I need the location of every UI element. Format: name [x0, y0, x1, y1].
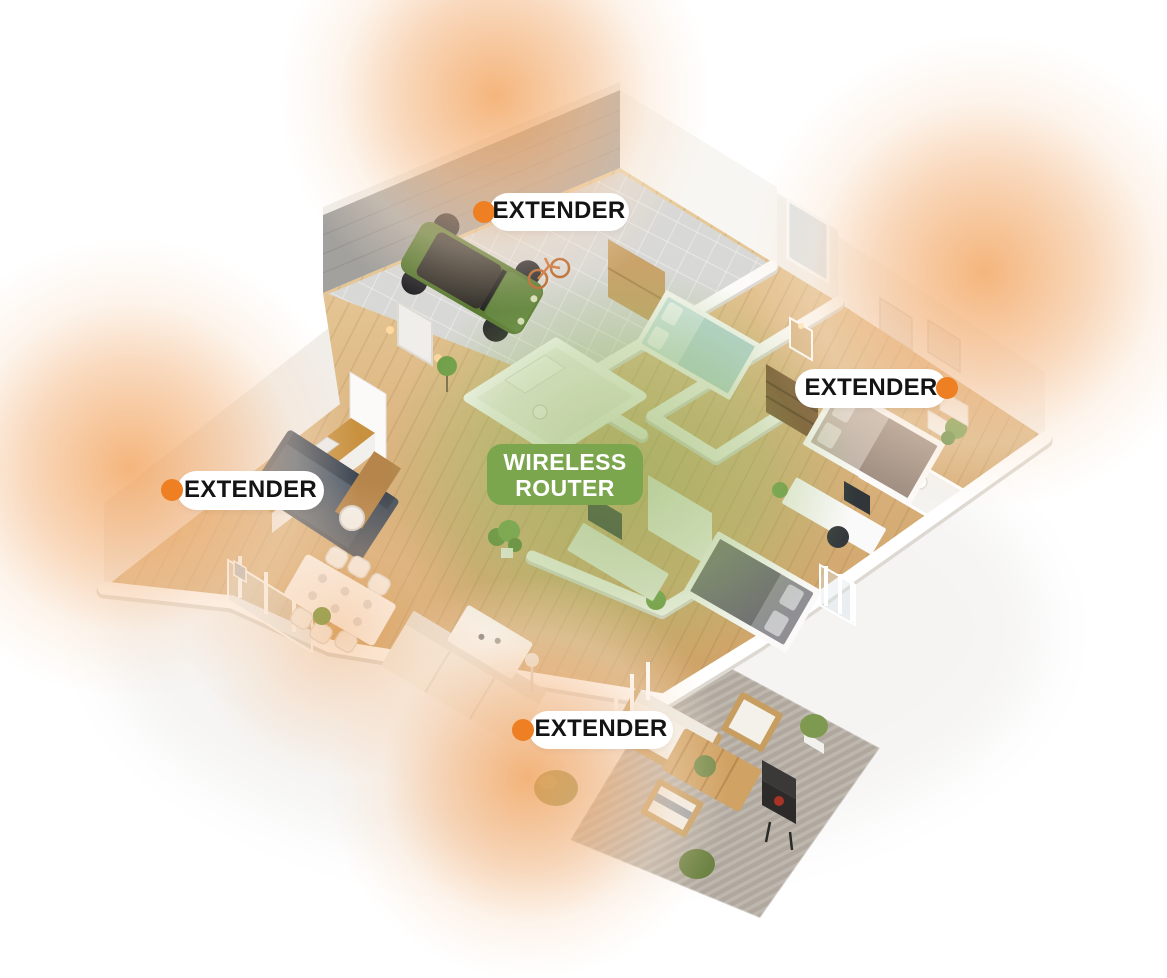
balcony-plant: [313, 607, 331, 625]
extender-dot-icon: [512, 719, 534, 741]
office-chair: [827, 526, 849, 548]
extender-label-patio: EXTENDER: [512, 711, 673, 749]
extender-dot-icon: [936, 377, 958, 399]
router-badge-line1: WIRELESS: [503, 448, 627, 475]
extender-label-text: EXTENDER: [183, 475, 318, 503]
kitchen-chair: [339, 505, 365, 531]
wireless-router-badge: WIRELESS ROUTER: [487, 444, 643, 505]
extender-label-text: EXTENDER: [804, 373, 938, 401]
extender-label-garage: EXTENDER: [473, 193, 629, 231]
router-badge-line2: ROUTER: [515, 474, 615, 501]
extender-label-kitchen: EXTENDER: [161, 471, 324, 510]
extender-label-text: EXTENDER: [492, 197, 626, 224]
extender-label-master-bedroom: EXTENDER: [795, 369, 958, 408]
extender-label-text: EXTENDER: [534, 715, 668, 742]
extender-dot-icon: [161, 479, 183, 501]
